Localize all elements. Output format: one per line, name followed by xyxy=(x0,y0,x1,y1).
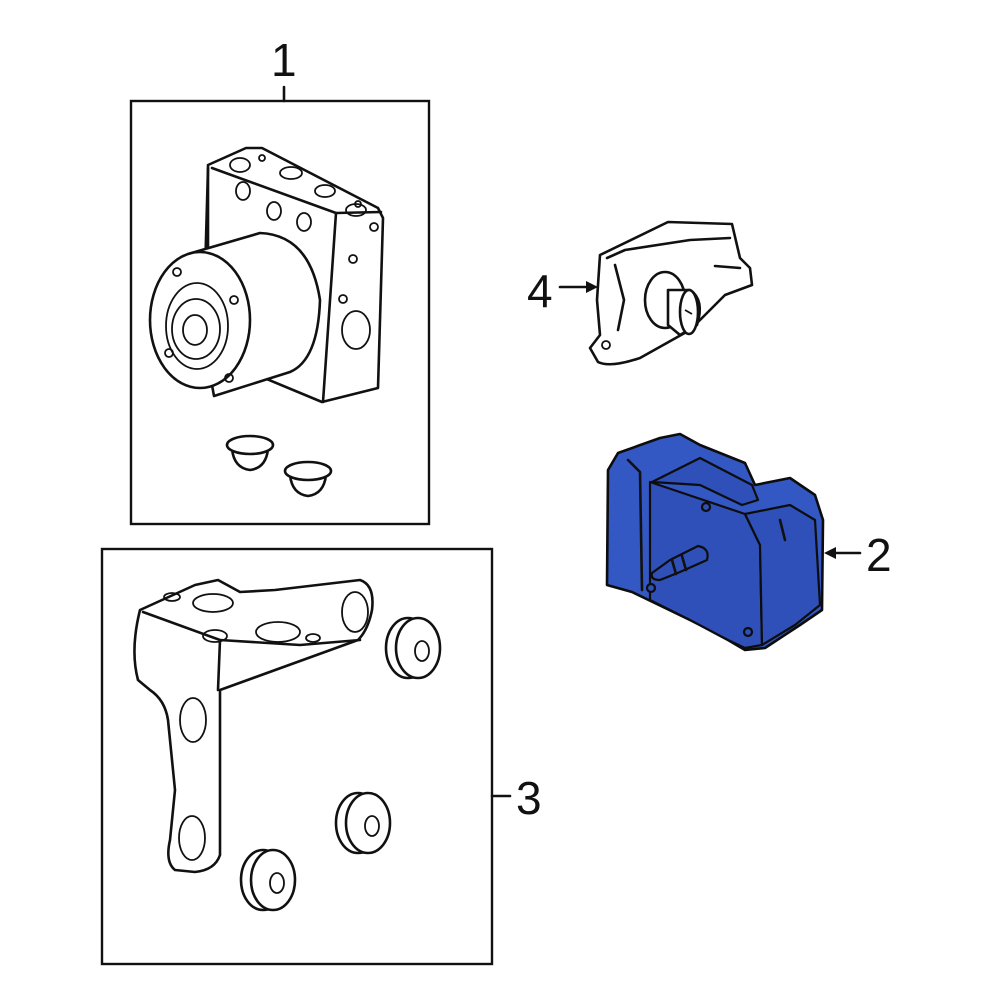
insulator-2 xyxy=(334,791,392,855)
callout-3[interactable]: 3 xyxy=(516,772,542,824)
group-3-box xyxy=(100,547,512,966)
abs-control-module-drawing[interactable] xyxy=(605,432,862,652)
callout-4[interactable]: 4 xyxy=(527,265,553,317)
mounting-bracket-drawing[interactable] xyxy=(133,578,442,912)
insulator-1 xyxy=(384,616,442,680)
sensor-drawing[interactable] xyxy=(558,220,754,366)
callout-1[interactable]: 1 xyxy=(271,34,297,86)
abs-modulator-drawing[interactable] xyxy=(148,146,385,498)
callout-2[interactable]: 2 xyxy=(866,529,892,581)
group-1-box xyxy=(129,85,431,526)
insulator-3 xyxy=(239,848,297,912)
